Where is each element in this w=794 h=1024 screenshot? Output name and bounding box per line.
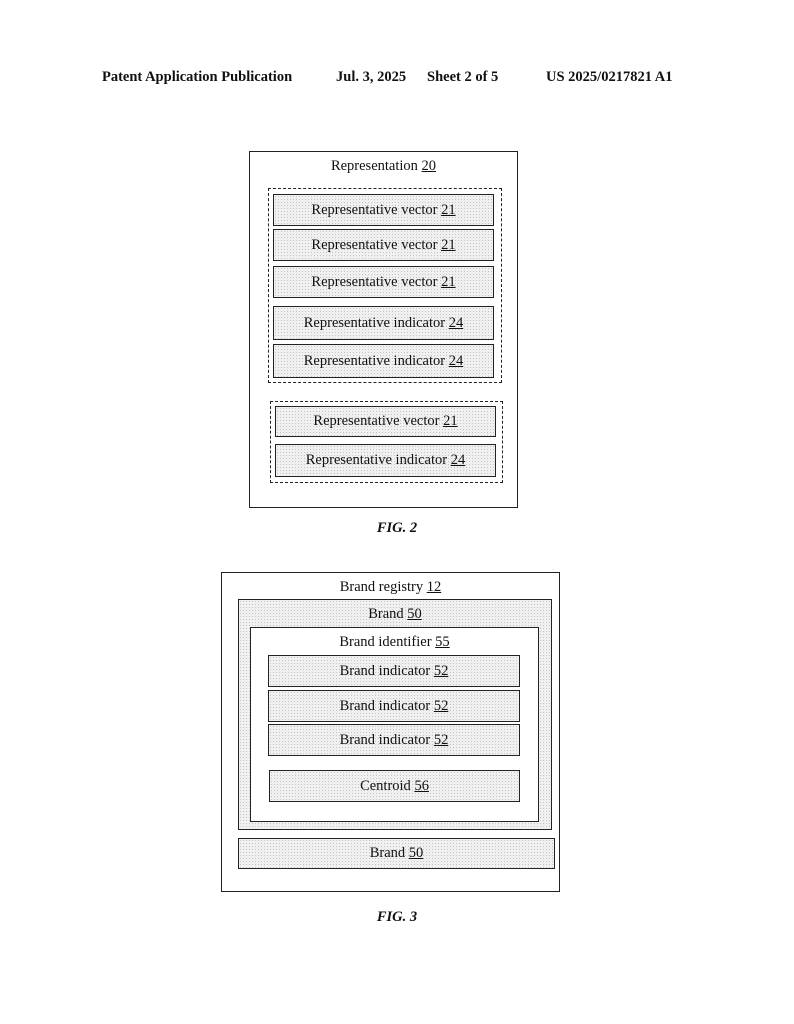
brand-identifier-title: Brand identifier 55 — [339, 634, 450, 650]
representation-title: Representation 20 — [330, 158, 437, 174]
publication-number: US 2025/0217821 A1 — [546, 69, 673, 85]
brand-indicator-box: Brand indicator 52 — [268, 724, 520, 756]
representative-indicator-box: Representative indicator 24 — [273, 306, 494, 340]
sheet-number: Sheet 2 of 5 — [427, 69, 499, 85]
representative-indicator-box: Representative indicator 24 — [275, 444, 496, 477]
publication-label: Patent Application Publication — [102, 69, 293, 85]
representative-indicator-box: Representative indicator 24 — [273, 344, 494, 378]
figure-caption: FIG. 2 — [376, 520, 418, 536]
figure-caption: FIG. 3 — [376, 909, 418, 925]
representative-vector-box: Representative vector 21 — [273, 229, 494, 261]
brand-indicator-box: Brand indicator 52 — [268, 655, 520, 687]
centroid-box: Centroid 56 — [269, 770, 520, 802]
page-header: Patent Application Publication Jul. 3, 2… — [102, 69, 702, 89]
representative-vector-box: Representative vector 21 — [273, 194, 494, 226]
brand-indicator-box: Brand indicator 52 — [268, 690, 520, 722]
representative-vector-box: Representative vector 21 — [273, 266, 494, 298]
brand-title: Brand 50 — [368, 606, 422, 622]
brand-box: Brand 50 — [238, 838, 555, 869]
representative-vector-box: Representative vector 21 — [275, 406, 496, 437]
brand-registry-title: Brand registry 12 — [339, 579, 442, 595]
publication-date: Jul. 3, 2025 — [336, 69, 407, 85]
